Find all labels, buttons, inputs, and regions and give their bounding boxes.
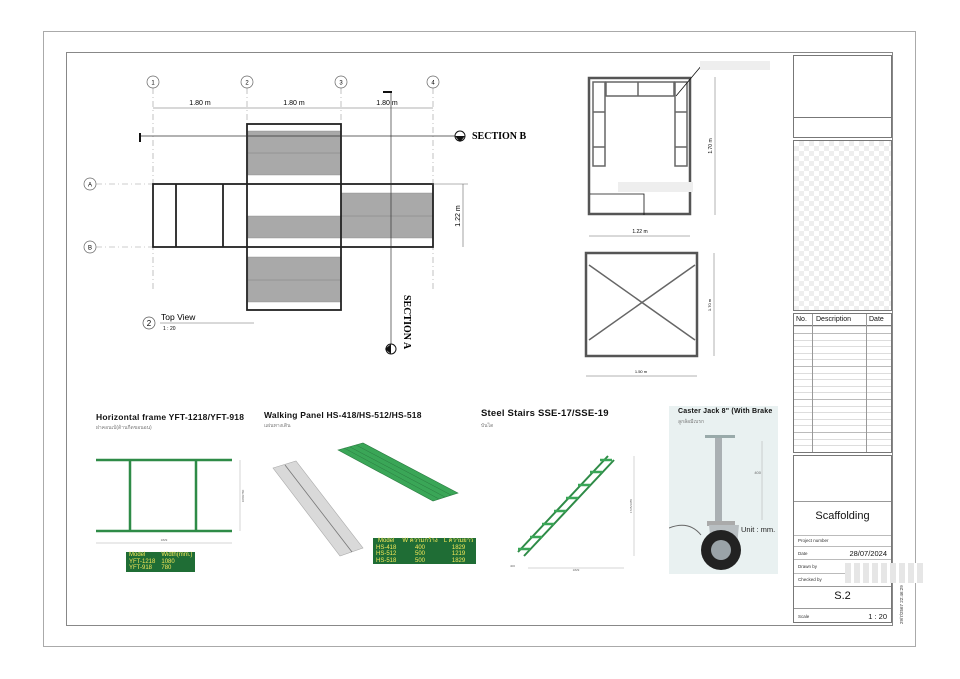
date-label: Date [798,551,808,556]
caster-unit: Unit : mm. [741,525,775,534]
revision-col-description: Description [816,316,852,323]
table-cell: 500 [415,551,426,557]
view-scale: 1 : 20 [163,326,176,332]
upper-height-dim: 1.70 m [708,138,714,153]
scale-label: Scale [798,614,810,619]
caster-title: Caster Jack 8" (With Brake [678,408,773,415]
row-label: B [88,246,92,252]
title-block-small-box [793,117,892,138]
table-cell: YFT-1218 [129,558,156,565]
frame-dim-h: 1080/780 [241,489,245,502]
lower-height-dim: 1.70 m [707,298,712,311]
stairs-dim-d: 400 [510,564,515,568]
grid-label: 3 [339,81,343,87]
stairs-dim-w: 1829 [573,568,580,572]
title-block-logo-box [793,55,892,118]
view-title: Top View [161,312,196,322]
table-cell: HS-512 [376,551,397,557]
span-dim: 1.80 m [283,100,305,107]
project-title: Scaffolding [815,510,870,522]
stairs-subtitle: บันได [481,423,494,429]
table-cell: HS-418 [376,544,397,551]
frame-dim-w: 1829 [161,538,168,542]
table-header: Width(mm.) [161,552,193,558]
frame-subtitle: ฝาคอนเบ้(ด้านกีดขอนอน) [96,425,152,431]
table-header: Model [129,552,146,558]
table-cell: 500 [415,557,426,564]
table-cell: 780 [161,565,172,571]
panel-subtitle: แผ่นทางเดิน [264,423,291,429]
drawing-frame [66,52,893,626]
view-number: 2 [147,319,152,328]
steel-stairs-image: 1725/1955 1829 400 [510,455,635,572]
print-timestamp: 29/7/2567 22:46:29 [899,585,904,624]
outer-border [43,31,916,647]
date-value: 28/07/2024 [849,549,887,558]
title-block: Scaffolding Project number Date 28/07/20… [793,455,892,623]
grid-label: 4 [431,81,435,87]
row-label: A [88,183,92,189]
table-cell: 1080 [161,558,175,565]
stairs-title: Steel Stairs SSE-17/SSE-19 [481,408,609,419]
grid-bubbles: 1 2 3 4 A B [83,75,440,254]
drawn-by-label: Drawn by [798,564,818,569]
table-cell: 1219 [451,551,466,557]
sheet-number: S.2 [834,590,851,602]
frame-title: Horizontal frame YFT-1218/YFT-918 [96,412,245,422]
revision-header: No. Description Date [794,314,891,326]
caster-subtitle: ลูกล้อมีเบรก [678,419,705,425]
table-cell: YFT-918 [129,565,153,571]
table-cell: 1829 [451,557,466,564]
lower-width-dim: 1.50 m [635,369,648,374]
section-a-label: SECTION A [401,295,412,350]
frame-spec-table: Model Width(mm.) YFT-1218 1080 YFT-918 780 [126,552,196,572]
scale-value: 1 : 20 [868,612,887,621]
top-view-drawing: 1 2 3 4 A B 1.80 m 1.80 m 1.80 m 1.22 m … [83,75,527,355]
stairs-dim-h: 1725/1955 [629,499,633,514]
checked-by-label: Checked by [798,577,822,582]
upper-width-dim: 1.22 m [632,229,647,235]
revision-table: No. Description Date [793,313,892,453]
table-header: Model [378,538,395,544]
grid-label: 1 [151,81,155,87]
table-header: W ความกว้าง [402,538,438,544]
panel-title: Walking Panel HS-418/HS-512/HS-518 [264,410,422,420]
revision-col-date: Date [869,316,884,323]
table-header: L ความยาว [443,538,474,544]
horizontal-frame-image: 1080/780 1829 [96,458,245,544]
span-dim: 1.80 m [189,100,211,107]
table-cell: 1829 [451,544,466,551]
caster-jack-image: 400 Unit : mm. [669,435,775,570]
checker-preview-box [793,140,892,311]
table-cell: 400 [415,544,426,551]
redacted-names [845,563,923,583]
walking-panel-image [272,442,459,557]
section-b-label: SECTION B [472,131,527,142]
project-number-label: Project number [798,538,829,543]
revision-col-no: No. [796,316,807,323]
table-cell: HS-518 [376,557,397,564]
caster-dim-h: 400 [754,470,761,475]
section-elevations: 1.70 m 1.22 m 1.70 m 1.50 m [584,61,770,377]
width-dim: 1.22 m [455,205,462,227]
span-dim: 1.80 m [376,100,398,107]
grid-label: 2 [245,81,249,87]
